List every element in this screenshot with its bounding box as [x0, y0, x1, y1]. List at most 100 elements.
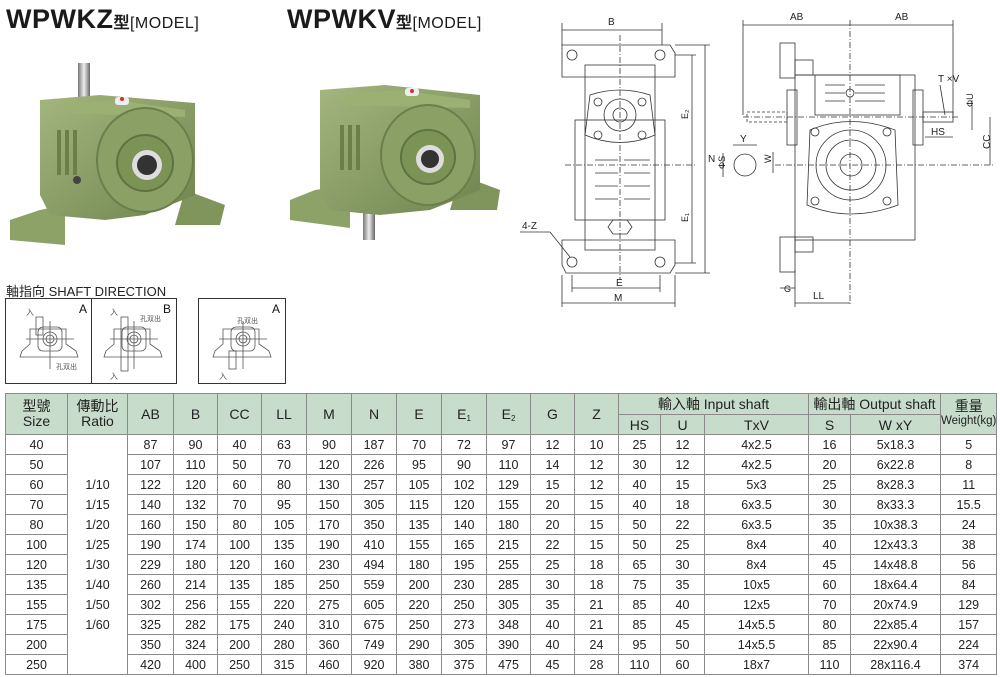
dim-label-e1: E₁	[680, 213, 690, 222]
table-cell: 8	[939, 454, 998, 475]
header-e: E	[396, 393, 442, 435]
table-cell: 50	[618, 534, 661, 555]
table-cell: 20	[808, 454, 851, 475]
header-b: B	[173, 393, 218, 435]
table-cell: 229	[127, 554, 174, 575]
table-cell: 250	[306, 574, 352, 595]
header-txv: TxV	[704, 414, 809, 435]
table-cell: 16	[808, 434, 851, 455]
table-cell: 180	[486, 514, 531, 535]
table-cell: 30	[618, 454, 661, 475]
dim-label-g: G	[784, 284, 791, 294]
table-cell: 97	[486, 434, 531, 455]
table-cell: 5x18.3	[850, 434, 941, 455]
table-cell: 25	[660, 534, 705, 555]
table-cell: 95	[618, 634, 661, 655]
table-cell: 22	[530, 534, 575, 555]
direction-letter: B	[162, 302, 171, 316]
table-cell: 360	[306, 634, 352, 655]
table-cell: 226	[351, 454, 397, 475]
cell-ratio: 1/15	[67, 494, 128, 515]
table-cell: 256	[173, 594, 218, 615]
table-cell: 4x2.5	[704, 434, 809, 455]
svg-text:入: 入	[219, 372, 227, 381]
cell-ratio: 1/25	[67, 534, 128, 555]
table-cell: 15	[660, 474, 705, 495]
table-cell: 25	[530, 554, 575, 575]
table-cell: 305	[351, 494, 397, 515]
table-cell: 400	[173, 654, 218, 675]
table-cell: 160	[261, 554, 307, 575]
table-cell: 150	[173, 514, 218, 535]
table-cell: 85	[808, 634, 851, 655]
shaft-direction-a-diagram: 入 孔双出	[19, 308, 79, 371]
shaft-direction-a-bottom: A 入 孔双出	[198, 298, 286, 384]
table-cell: 25	[618, 434, 661, 455]
direction-letter: A	[78, 302, 87, 316]
table-cell: 35	[808, 514, 851, 535]
cell-size: 40	[5, 434, 68, 455]
table-cell: 63	[261, 434, 307, 455]
cell-ratio: 1/20	[67, 514, 128, 535]
table-cell: 80	[261, 474, 307, 495]
table-cell: 920	[351, 654, 397, 675]
dim-label-y: Y	[740, 134, 747, 145]
table-cell: 18	[660, 494, 705, 515]
table-cell: 110	[173, 454, 218, 475]
table-cell: 24	[939, 514, 998, 535]
table-cell: 40	[618, 474, 661, 495]
dim-label-ab-left: AB	[790, 12, 804, 23]
table-cell: 18x64.4	[850, 574, 941, 595]
table-cell: 174	[173, 534, 218, 555]
table-cell: 45	[808, 554, 851, 575]
table-cell: 305	[486, 594, 531, 615]
table-cell: 240	[261, 614, 307, 635]
front-view-drawing: B N E₂ E₁ 4-Z E M	[520, 17, 715, 307]
table-cell: 5	[939, 434, 998, 455]
cell-size: 70	[5, 494, 68, 515]
table-cell: 4x2.5	[704, 454, 809, 475]
table-cell: 40	[530, 614, 575, 635]
table-cell: 187	[351, 434, 397, 455]
wpwkz-gearbox-photo	[10, 63, 225, 245]
table-cell: 120	[173, 474, 218, 495]
table-cell: 390	[486, 634, 531, 655]
table-cell: 85	[618, 594, 661, 615]
cell-ratio	[67, 634, 128, 655]
table-cell: 35	[660, 574, 705, 595]
dim-label-b: B	[608, 17, 615, 28]
svg-text:孔双出: 孔双出	[56, 362, 77, 371]
table-cell: 185	[261, 574, 307, 595]
cell-size: 200	[5, 634, 68, 655]
table-cell: 140	[441, 514, 487, 535]
table-cell: 175	[217, 614, 262, 635]
header-ab: AB	[127, 393, 174, 435]
table-cell: 12	[660, 434, 705, 455]
table-cell: 45	[660, 614, 705, 635]
table-cell: 120	[306, 454, 352, 475]
table-cell: 107	[127, 454, 174, 475]
table-cell: 190	[127, 534, 174, 555]
table-cell: 35	[530, 594, 575, 615]
table-cell: 255	[486, 554, 531, 575]
table-cell: 15	[574, 514, 619, 535]
table-cell: 224	[939, 634, 998, 655]
table-cell: 310	[306, 614, 352, 635]
table-cell: 80	[217, 514, 262, 535]
dim-label-txv: T ×V	[938, 74, 960, 85]
table-cell: 135	[261, 534, 307, 555]
table-cell: 494	[351, 554, 397, 575]
shaft-direction-heading: 軸指向 SHAFT DIRECTION	[6, 284, 167, 299]
cell-size: 80	[5, 514, 68, 535]
table-cell: 5x3	[704, 474, 809, 495]
table-cell: 559	[351, 574, 397, 595]
